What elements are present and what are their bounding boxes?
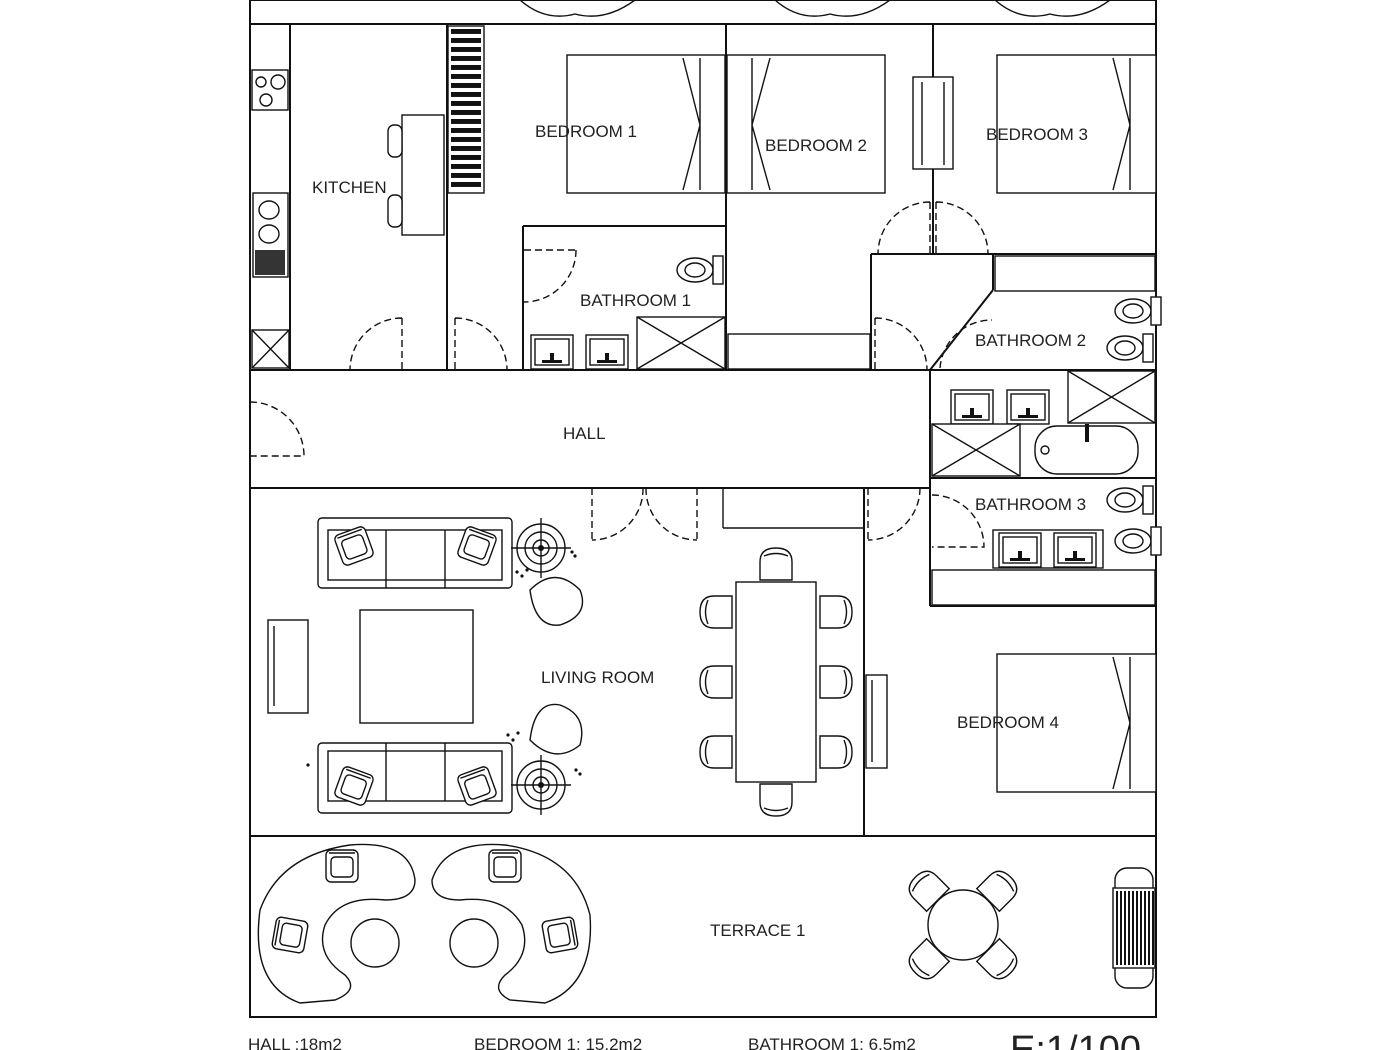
- outer-walls: [249, 0, 1157, 1018]
- bathroom2-fixtures: [931, 255, 1162, 477]
- area-bathroom1: BATHROOM 1: 6,5m2: [748, 1035, 916, 1050]
- label-bedroom3: BEDROOM 3: [986, 125, 1088, 144]
- bedroom4-furniture: [865, 653, 1157, 793]
- living-room-furniture: [267, 517, 853, 817]
- label-bedroom1: BEDROOM 1: [535, 122, 637, 141]
- area-bedroom1: BEDROOM 1: 15,2m2: [474, 1035, 642, 1050]
- label-bedroom2: BEDROOM 2: [765, 136, 867, 155]
- scale-label: E:1/100: [1010, 1029, 1141, 1050]
- top-chairs: [519, 0, 1111, 17]
- label-kitchen: KITCHEN: [312, 178, 387, 197]
- label-bathroom1: BATHROOM 1: [580, 291, 691, 310]
- doors: [249, 201, 993, 548]
- label-hall: HALL: [563, 424, 606, 443]
- bedroom-beds: [566, 54, 1157, 194]
- area-legend: HALL :18m2 BEDROOM 1: 15,2m2 BATHROOM 1:…: [248, 1029, 1141, 1050]
- area-hall: HALL :18m2: [248, 1035, 342, 1050]
- label-terrace1: TERRACE 1: [710, 921, 805, 940]
- bathroom3-fixtures: [931, 485, 1162, 606]
- label-bathroom3: BATHROOM 3: [975, 495, 1086, 514]
- label-bathroom2: BATHROOM 2: [975, 331, 1086, 350]
- label-living-room: LIVING ROOM: [541, 668, 654, 687]
- terrace-furniture: [257, 843, 1156, 1004]
- label-bedroom4: BEDROOM 4: [957, 713, 1059, 732]
- room-labels: KITCHEN BEDROOM 1 BEDROOM 2 BEDROOM 3 BA…: [312, 122, 1088, 940]
- lounger-slats: [1116, 891, 1154, 965]
- bathroom1-fixtures: [530, 255, 871, 370]
- kitchen-fixtures: [251, 25, 485, 369]
